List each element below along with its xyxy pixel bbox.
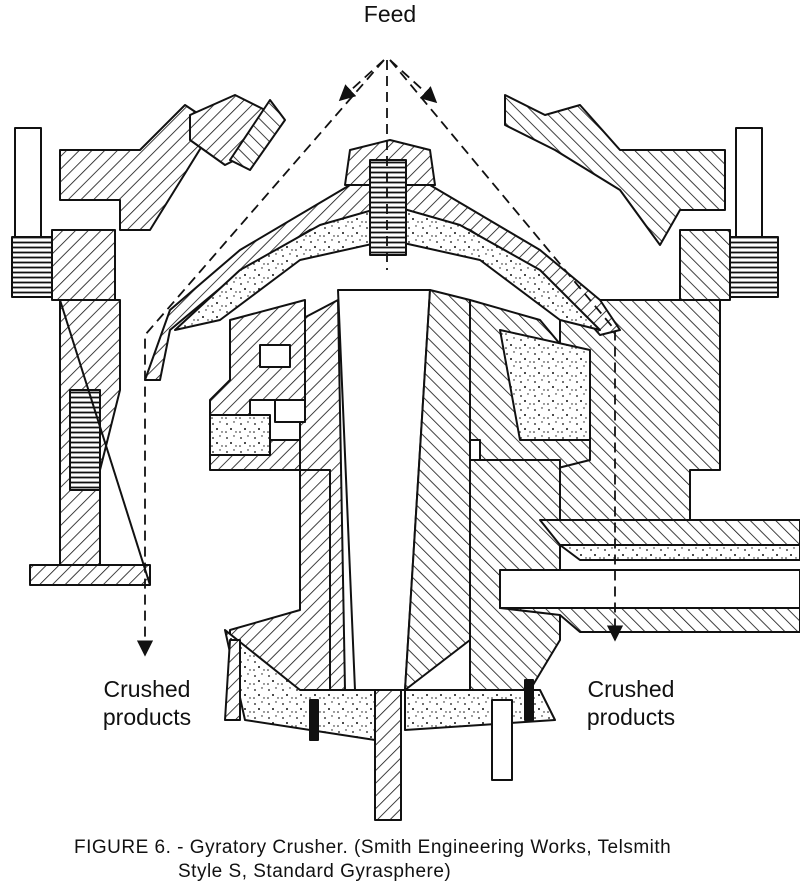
feed-arrow-right [389, 59, 438, 104]
mantle [174, 139, 601, 331]
left-housing [11, 104, 216, 586]
countershaft [499, 519, 800, 633]
feed-label: Feed [363, 1, 417, 27]
crushed-right-line1: Crushed [587, 676, 675, 702]
flow-lines [136, 59, 624, 657]
flow-line-left-outer [136, 59, 385, 657]
bowl-liner [144, 94, 621, 381]
figure-caption: FIGURE 6. - Gyratory Crusher. (Smith Eng… [74, 836, 774, 884]
flow-line-right-outer [389, 59, 624, 642]
feed-arrow-left [338, 59, 385, 102]
crushed-left-line1: Crushed [103, 676, 191, 702]
crushed-right-line2: products [586, 703, 676, 730]
right-housing [504, 94, 779, 521]
caption-line-1: FIGURE 6. - Gyratory Crusher. (Smith Eng… [74, 837, 672, 858]
caption-line-2: Style S, Standard Gyrasphere) [178, 860, 452, 882]
crushed-left-line2: products [102, 703, 192, 730]
crushed-products-label-right: Crushed products [576, 676, 686, 731]
crushed-products-label-left: Crushed products [92, 676, 202, 731]
